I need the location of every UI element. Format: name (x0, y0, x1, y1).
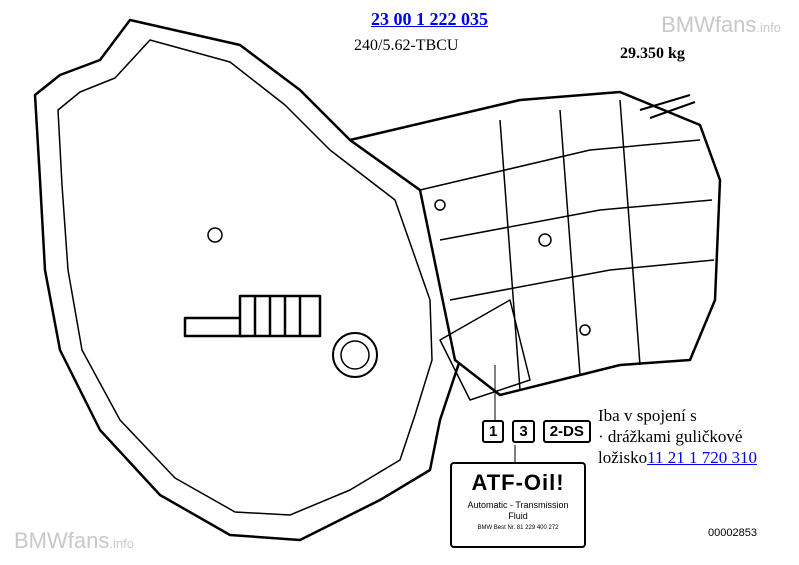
part-number-link[interactable]: 23 00 1 222 035 (371, 9, 488, 29)
note-line2: · drážkami guličkové (598, 427, 743, 446)
callout-tags: 1 3 2-DS (482, 420, 591, 443)
note-line3-prefix: ložisko (598, 448, 648, 467)
gearbox-case (348, 90, 722, 397)
variant-label: 240/5.62-TBCU (354, 37, 459, 54)
watermark-suffix: .info (109, 536, 134, 551)
label-subtitle-line2: Fluid (508, 511, 528, 521)
note-line1: Iba v spojení s (598, 406, 697, 425)
watermark-brand: BMWfans (14, 528, 110, 553)
brand-watermark-bottom: BMWfans.info (14, 528, 134, 554)
compatibility-note: Iba v spojení s · drážkami guličkové lož… (598, 405, 757, 468)
diagram-code: 00002853 (708, 527, 757, 539)
brand-watermark-top: BMWfans.info (661, 12, 781, 38)
label-title: ATF-Oil! (471, 470, 565, 495)
watermark-brand: BMWfans (661, 12, 757, 37)
weight-label: 29.350 kg (620, 45, 685, 62)
oil-pan (439, 299, 531, 401)
note-line3: ložisko11 21 1 720 310 (598, 447, 757, 468)
label-code: BMW Best Nr. 81 229 400 272 (477, 525, 559, 531)
input-shaft (183, 316, 247, 338)
callout-tag: 2-DS (542, 420, 591, 443)
output-shaft (639, 94, 696, 119)
label-subtitle-line1: Automatic - Transmission (467, 500, 569, 510)
bearing-part-link[interactable]: 11 21 1 720 310 (647, 448, 757, 467)
callout-tag: 3 (512, 420, 535, 443)
callout-tag: 1 (482, 420, 505, 443)
watermark-suffix: .info (756, 20, 781, 35)
